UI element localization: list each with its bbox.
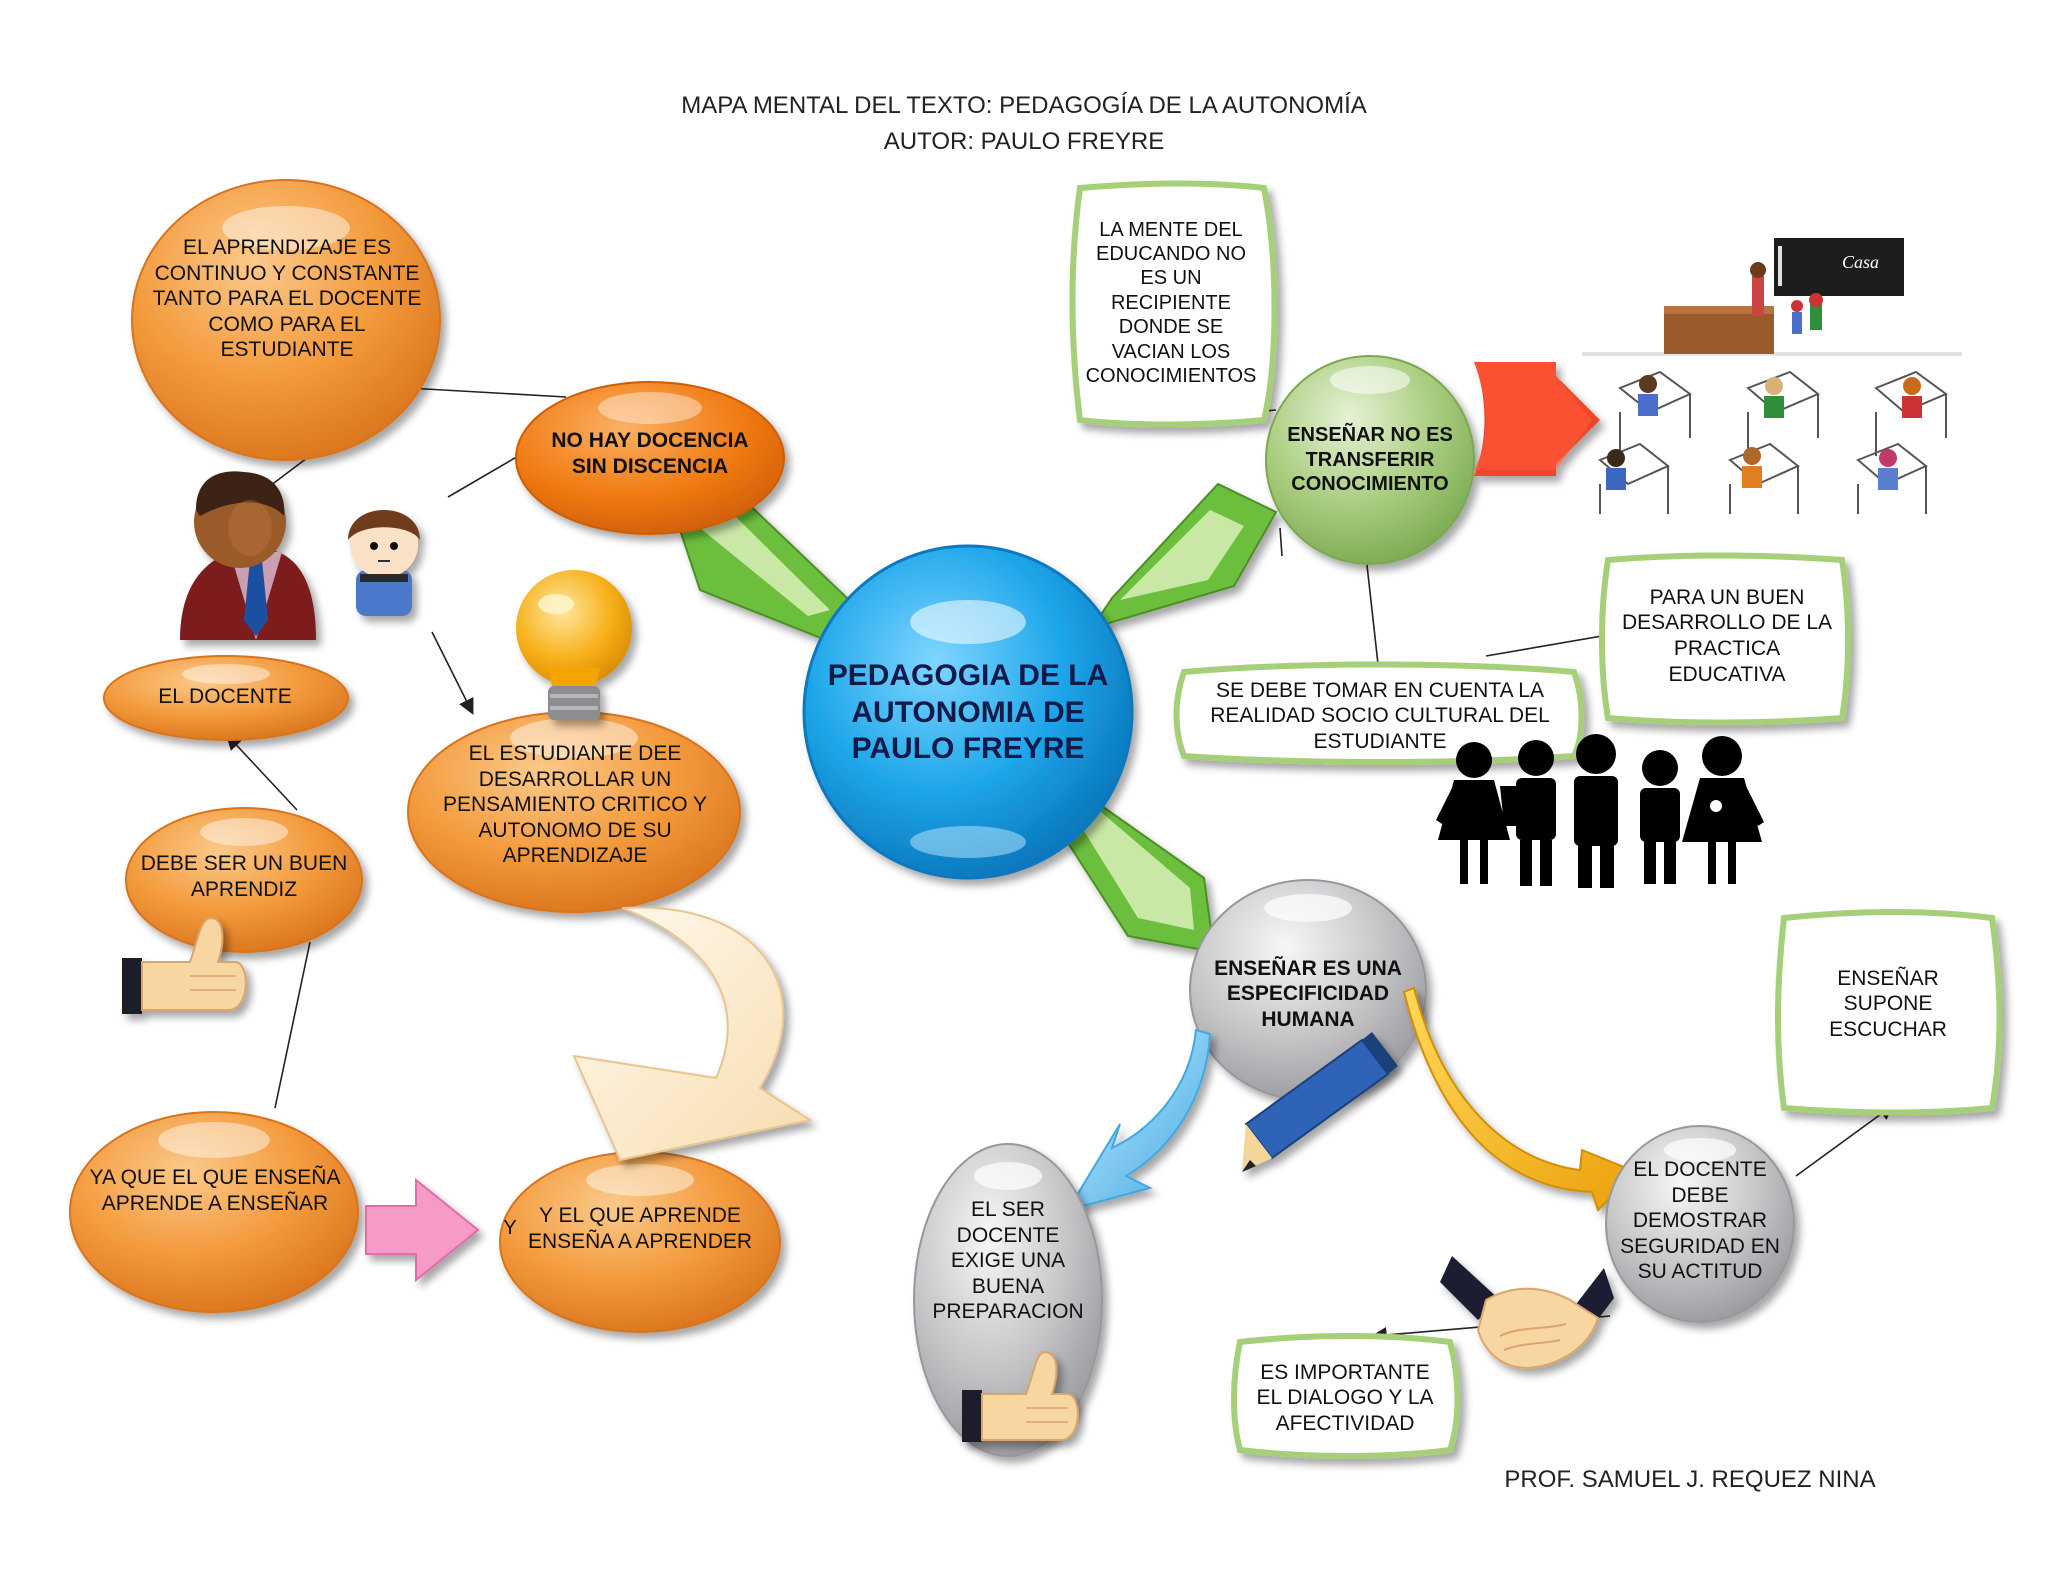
especificidad-text: ENSEÑAR ES UNA ESPECIFICIDAD HUMANA xyxy=(1214,956,1402,1031)
handshake-icon xyxy=(1440,1256,1614,1370)
red-arrow xyxy=(1474,362,1600,476)
footer-author: PROF. SAMUEL J. REQUEZ NINA xyxy=(1504,1466,1876,1493)
box-escuchar[interactable] xyxy=(1775,909,2003,1116)
lightbulb-icon xyxy=(516,570,632,720)
bubble-el-docente[interactable] xyxy=(103,655,349,741)
pencil-icon xyxy=(1242,1032,1398,1172)
cream-curved-arrow xyxy=(572,906,813,1162)
center-label: PEDAGOGIA DE LA AUTONOMIA DE PAULO FREYR… xyxy=(827,659,1109,766)
bubble-aprendiz[interactable] xyxy=(125,807,363,953)
yellow-curved-arrow xyxy=(1402,986,1638,1212)
blackboard-word: Casa xyxy=(1842,252,1879,272)
escuchar-text: ENSEÑAR SUPONE ESCUCHAR xyxy=(1829,966,1947,1041)
aprende-text: Y EL QUE APRENDE ENSEÑA A APRENDER xyxy=(527,1204,753,1253)
bubble-ensenar-no-es[interactable] xyxy=(1265,355,1475,565)
thumbs-up-icon-right xyxy=(962,1350,1079,1442)
bubble-aprendizaje[interactable] xyxy=(131,179,441,461)
page-title: MAPA MENTAL DEL TEXTO: PEDAGOGÍA DE LA A… xyxy=(681,92,1367,119)
bubble-estudiante[interactable] xyxy=(407,711,741,913)
bubble-ensena[interactable] xyxy=(69,1111,359,1313)
box-realidad[interactable] xyxy=(1173,661,1585,765)
practica-text: PARA UN BUEN DESARROLLO DE LA PRACTICA E… xyxy=(1621,585,1833,686)
preparacion-text: EL SER DOCENTE EXIGE UNA BUENA PREPARACI… xyxy=(932,1197,1084,1324)
ensenar-no-es-text: ENSEÑAR NO ES TRANSFERIR CONOCIMIENTO xyxy=(1287,424,1453,496)
bubble-seguridad[interactable] xyxy=(1605,1125,1795,1323)
box-practica[interactable] xyxy=(1599,552,1851,726)
la-mente-text: LA MENTE DEL EDUCANDO NO ES UN RECIPIENT… xyxy=(1085,218,1257,387)
dialogo-text: ES IMPORTANTE EL DIALOGO Y LA AFECTIVIDA… xyxy=(1256,1360,1434,1435)
pointer-to-top-right-branch xyxy=(1089,482,1278,630)
el-docente-text: EL DOCENTE xyxy=(158,685,292,709)
estudiante-text: EL ESTUDIANTE DEE DESARROLLAR UN PENSAMI… xyxy=(442,741,708,868)
aprendiz-text: DEBE SER UN BUEN APRENDIZ xyxy=(140,852,348,901)
box-la-mente[interactable] xyxy=(1069,180,1278,428)
ensena-text: YA QUE EL QUE ENSEÑA APRENDE A ENSEÑAR xyxy=(89,1166,341,1215)
bubble-no-hay-docencia[interactable] xyxy=(515,381,785,535)
blue-curved-arrow xyxy=(1065,1028,1212,1212)
bubble-aprende[interactable] xyxy=(499,1151,781,1333)
page-subtitle: AUTOR: PAULO FREYRE xyxy=(883,128,1165,155)
seguridad-text: EL DOCENTE DEBE DEMOSTRAR SEGURIDAD EN S… xyxy=(1620,1157,1780,1284)
realidad-text: SE DEBE TOMAR EN CUENTA LA REALIDAD SOCI… xyxy=(1210,678,1550,753)
box-dialogo[interactable] xyxy=(1231,1333,1461,1459)
aprendizaje-text: EL APRENDIZAJE ES CONTINUO Y CONSTANTE T… xyxy=(152,235,422,362)
center-node[interactable] xyxy=(802,544,1134,880)
thumbs-up-icon xyxy=(122,916,247,1014)
teacher-icon xyxy=(180,471,316,640)
student-icon xyxy=(348,510,420,616)
no-hay-docencia-text: NO HAY DOCENCIA SIN DISCENCIA xyxy=(551,429,749,478)
children-silhouette-icon xyxy=(1436,734,1764,888)
classroom-icon: Casa xyxy=(1582,238,1962,514)
pink-arrow-y xyxy=(365,1177,480,1283)
pink-arrow-y-label: Y xyxy=(503,1216,517,1239)
